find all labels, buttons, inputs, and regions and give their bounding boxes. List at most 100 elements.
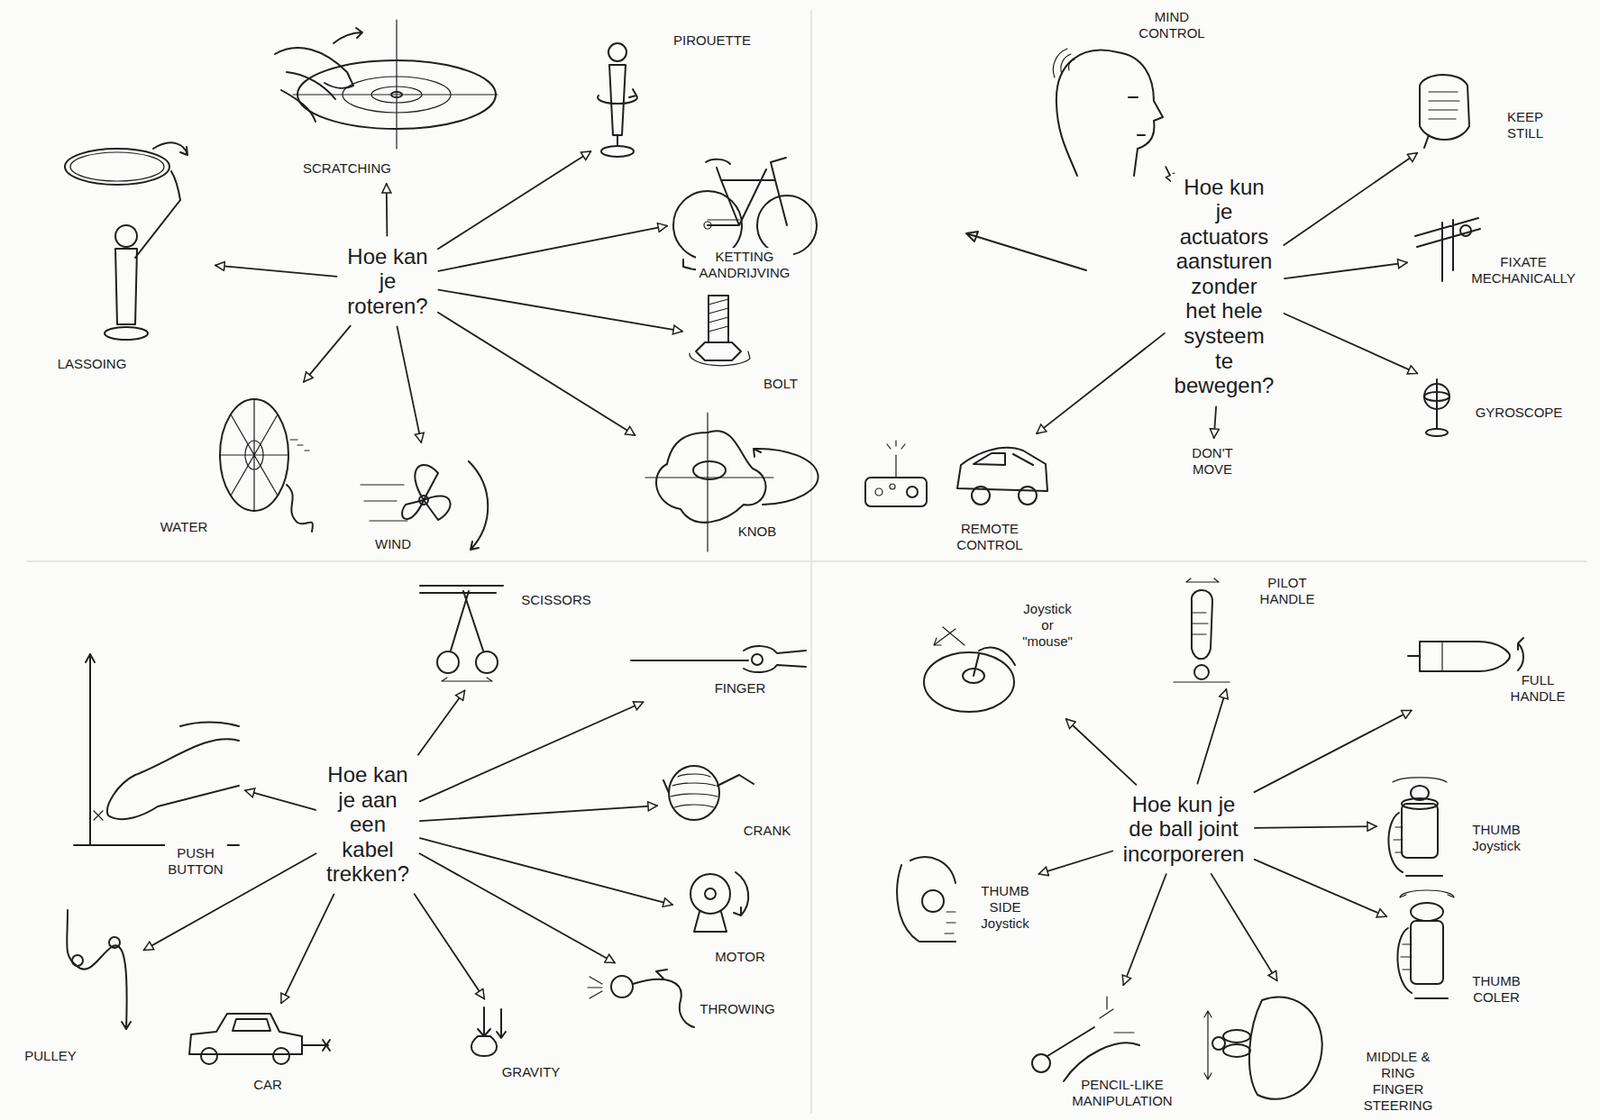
- sketch-node: SCRATCHING: [266, 11, 504, 182]
- question-text: Hoe kun je actuators aansturen zonder he…: [1170, 173, 1278, 400]
- push-button-sketch-part: [107, 722, 239, 821]
- joystick-sketch-part: [933, 627, 965, 646]
- scratching-sketch-part: [274, 47, 354, 122]
- gravity-sketch-part: [471, 1007, 497, 1057]
- arrow-connector: [397, 326, 422, 443]
- water-wheel-sketch-part: [290, 439, 310, 451]
- loose-arrow: [966, 231, 1087, 271]
- finger-steering-sketch: [1204, 996, 1323, 1099]
- sketch-node: KEEP STILL: [1409, 67, 1551, 152]
- arrow-connector: [438, 226, 668, 272]
- item-label: PENCIL-LIKE MANIPULATION: [1069, 1076, 1177, 1111]
- gravity-sketch-part: [496, 1009, 506, 1039]
- item-label: THUMB Joystick: [1469, 821, 1525, 856]
- thumb-cover-sketch-part: [1410, 921, 1444, 985]
- item-label: WIND: [372, 535, 415, 554]
- sketch-node: THUMB COLER: [1389, 885, 1528, 1011]
- item-label: FIXATE MECHANICALLY: [1468, 253, 1580, 288]
- lasso-sketch-part: [64, 148, 170, 185]
- item-label: DON'T MOVE: [1188, 444, 1237, 479]
- water-wheel-sketch-part: [219, 399, 289, 512]
- pirouette-sketch-part: [597, 89, 638, 104]
- question-node: Hoe kun je actuators aansturen zonder he…: [1167, 170, 1281, 404]
- throwing-sketch-part: [611, 976, 633, 998]
- finger-steering-sketch-part: [1212, 1037, 1226, 1051]
- crank-sketch-part: [663, 775, 754, 794]
- bolt-sketch-part: [695, 342, 741, 361]
- pulley-sketch-part: [66, 910, 127, 1030]
- pirouette-sketch-part: [601, 146, 634, 157]
- car-sketch-part: [301, 1040, 330, 1052]
- thumb-joystick-sketch-part: [1392, 777, 1447, 783]
- question-node: Hoe kan je aan een kabel trekken?: [319, 758, 417, 892]
- scissors-sketch-part: [441, 677, 493, 682]
- arrow-connector: [245, 790, 316, 811]
- full-handle-sketch: [1408, 638, 1524, 672]
- sketch-node: PENCIL-LIKE MANIPULATION: [1016, 987, 1180, 1115]
- thumb-joystick-sketch: [1388, 777, 1447, 877]
- pulley-sketch-part: [72, 955, 83, 967]
- crank-sketch-part: [670, 774, 718, 808]
- pulley-sketch-part: [121, 1022, 131, 1030]
- item-label: PUSH BUTTON: [164, 844, 228, 879]
- gyroscope-sketch: [1424, 379, 1450, 437]
- arrow-connector: [414, 894, 485, 999]
- item-label: WATER: [156, 518, 211, 537]
- sketch-node: Joystick or "mouse": [919, 596, 1080, 718]
- finger-steering-sketch-part: [1249, 996, 1323, 1099]
- motor-sketch: [690, 872, 749, 933]
- remote-car-sketch-part: [865, 477, 927, 507]
- head-sketch: [1052, 48, 1163, 176]
- item-label: KEEP STILL: [1503, 108, 1547, 143]
- lasso-sketch-part: [115, 225, 138, 247]
- remote-car-sketch: [865, 440, 1048, 507]
- scratching-sketch-part: [292, 93, 498, 95]
- pilot-handle-sketch-part: [1173, 578, 1230, 683]
- car-sketch-part: [201, 1048, 218, 1065]
- thumb-side-sketch-part: [944, 912, 956, 934]
- item-label: MIND CONTROL: [1135, 8, 1209, 43]
- sketch-node: PUSH BUTTON: [67, 649, 243, 883]
- arrow-connector: [420, 805, 658, 822]
- item-label: LASSOING: [54, 355, 130, 374]
- pilot-handle-sketch-part: [1191, 590, 1213, 659]
- arrow-connector: [1066, 719, 1137, 786]
- item-label: GYROSCOPE: [1472, 403, 1566, 422]
- thumb-cover-sketch-part: [1400, 944, 1412, 970]
- water-wheel-sketch: [219, 399, 313, 532]
- arrow-connector: [215, 265, 338, 277]
- thumb-side-sketch: [896, 857, 956, 942]
- joystick-sketch-part: [973, 648, 1015, 677]
- arrow-connector: [1283, 153, 1418, 246]
- motor-sketch-part: [733, 872, 749, 916]
- lasso-sketch-part: [70, 152, 165, 182]
- arrow-connector: [281, 895, 334, 1005]
- gyroscope-sketch-part: [1426, 429, 1448, 437]
- remote-car-sketch-part: [1018, 486, 1037, 505]
- push-button-sketch-part: [73, 654, 239, 846]
- sketch-node: MIND CONTROL: [1047, 4, 1213, 182]
- item-label: SCISSORS: [518, 591, 595, 610]
- item-label: SCRATCHING: [299, 159, 395, 178]
- question-text: Hoe kan je aan een kabel trekken?: [322, 761, 413, 888]
- finger-sketch-part: [751, 654, 763, 666]
- bicycle-sketch-part: [707, 219, 740, 226]
- joystick-sketch: [923, 627, 1015, 713]
- scissors-sketch-part: [450, 591, 484, 651]
- throwing-sketch-part: [632, 979, 695, 1028]
- item-label: MIDDLE & RING FINGER STEERING: [1360, 1048, 1436, 1116]
- knob-sketch-part: [645, 476, 774, 478]
- item-label: CRANK: [740, 822, 795, 841]
- sketch-node: THUMB SIDE Joystick: [886, 848, 1037, 949]
- sketch-node: MOTOR: [675, 867, 773, 970]
- sketch-node: WIND: [353, 445, 514, 559]
- car-sketch-part: [273, 1048, 290, 1065]
- fist-sketch-part: [1419, 74, 1470, 148]
- joystick-sketch-part: [923, 652, 1015, 713]
- item-label: THUMB SIDE Joystick: [978, 882, 1034, 933]
- motor-sketch-part: [694, 912, 727, 933]
- sketch-node: BOLT: [685, 287, 805, 397]
- lasso-sketch-part: [115, 200, 181, 325]
